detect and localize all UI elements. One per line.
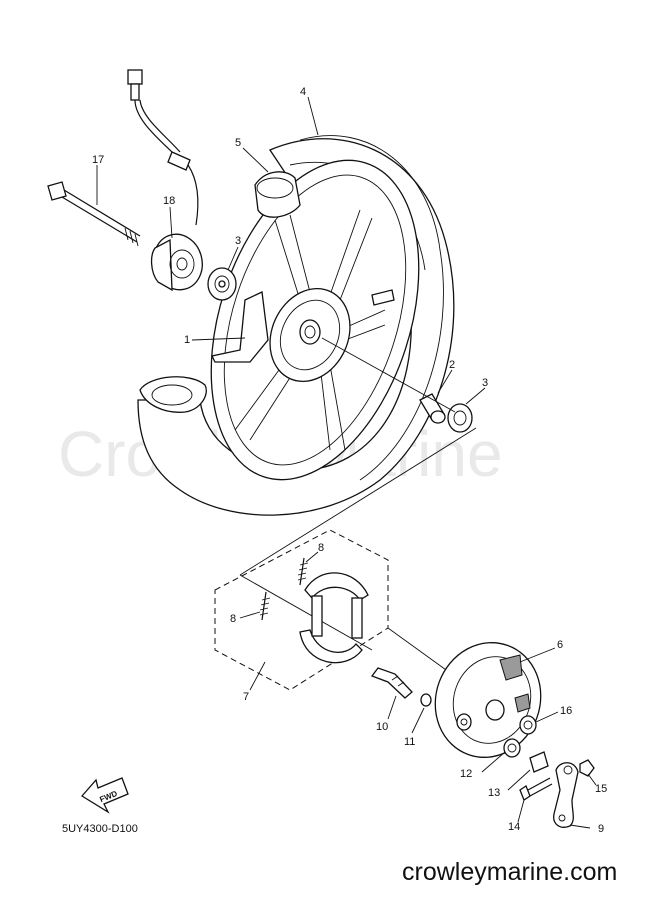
callout-17: 16 <box>560 705 572 717</box>
callout-8-lower: 8 <box>230 613 236 625</box>
callout-10: 10 <box>376 721 388 733</box>
footer-site-name: crowleymarine.com <box>402 858 617 886</box>
cast-wheel <box>210 159 420 481</box>
callout-16: 17 <box>92 154 104 166</box>
camshaft-lever <box>553 762 579 828</box>
callout-12: 12 <box>460 768 472 780</box>
callout-3-left: 3 <box>235 235 241 247</box>
callout-7: 7 <box>243 691 249 703</box>
speedometer-cable-and-gear-unit <box>127 69 203 292</box>
forward-direction-icon: FWD <box>81 777 129 814</box>
bearing-left <box>207 267 237 301</box>
leader-lines <box>96 96 597 829</box>
callout-14: 14 <box>508 821 520 833</box>
callout-8-upper: 8 <box>318 542 324 554</box>
projection-line-lower <box>239 574 373 651</box>
wheel-axle <box>47 181 141 247</box>
rim-band <box>254 171 301 218</box>
callout-13: 13 <box>488 787 500 799</box>
callout-2: 2 <box>449 359 455 371</box>
bolt <box>519 777 553 801</box>
callout-11: 11 <box>404 736 415 748</box>
callout-18: 18 <box>163 195 175 207</box>
callout-3-right: 3 <box>482 377 488 389</box>
bearing-right <box>447 403 473 433</box>
callout-4: 4 <box>300 86 306 98</box>
callout-1: 1 <box>184 334 190 346</box>
callout-labels: 4 5 17 18 3 1 2 3 6 8 8 7 10 11 16 12 13… <box>92 86 607 835</box>
projection-line-upper <box>239 427 477 576</box>
washer <box>503 738 521 758</box>
diagram-code: 5UY4300-D100 <box>62 823 138 835</box>
brake-spring-lower <box>259 591 271 621</box>
o-ring <box>420 693 432 707</box>
nut <box>579 759 595 777</box>
callout-5: 5 <box>235 137 241 149</box>
oil-seal <box>519 715 537 735</box>
brake-spring-upper <box>297 557 309 586</box>
brake-camshaft <box>370 667 413 699</box>
axle-centerline <box>321 337 456 413</box>
callout-15: 15 <box>595 783 607 795</box>
callout-9: 9 <box>598 823 604 835</box>
brake-shoe-plate <box>434 642 542 758</box>
spacer-collar <box>419 393 446 424</box>
brake-shoe-set <box>299 572 369 664</box>
indicator-plate <box>529 751 549 773</box>
callout-6: 6 <box>557 639 563 651</box>
